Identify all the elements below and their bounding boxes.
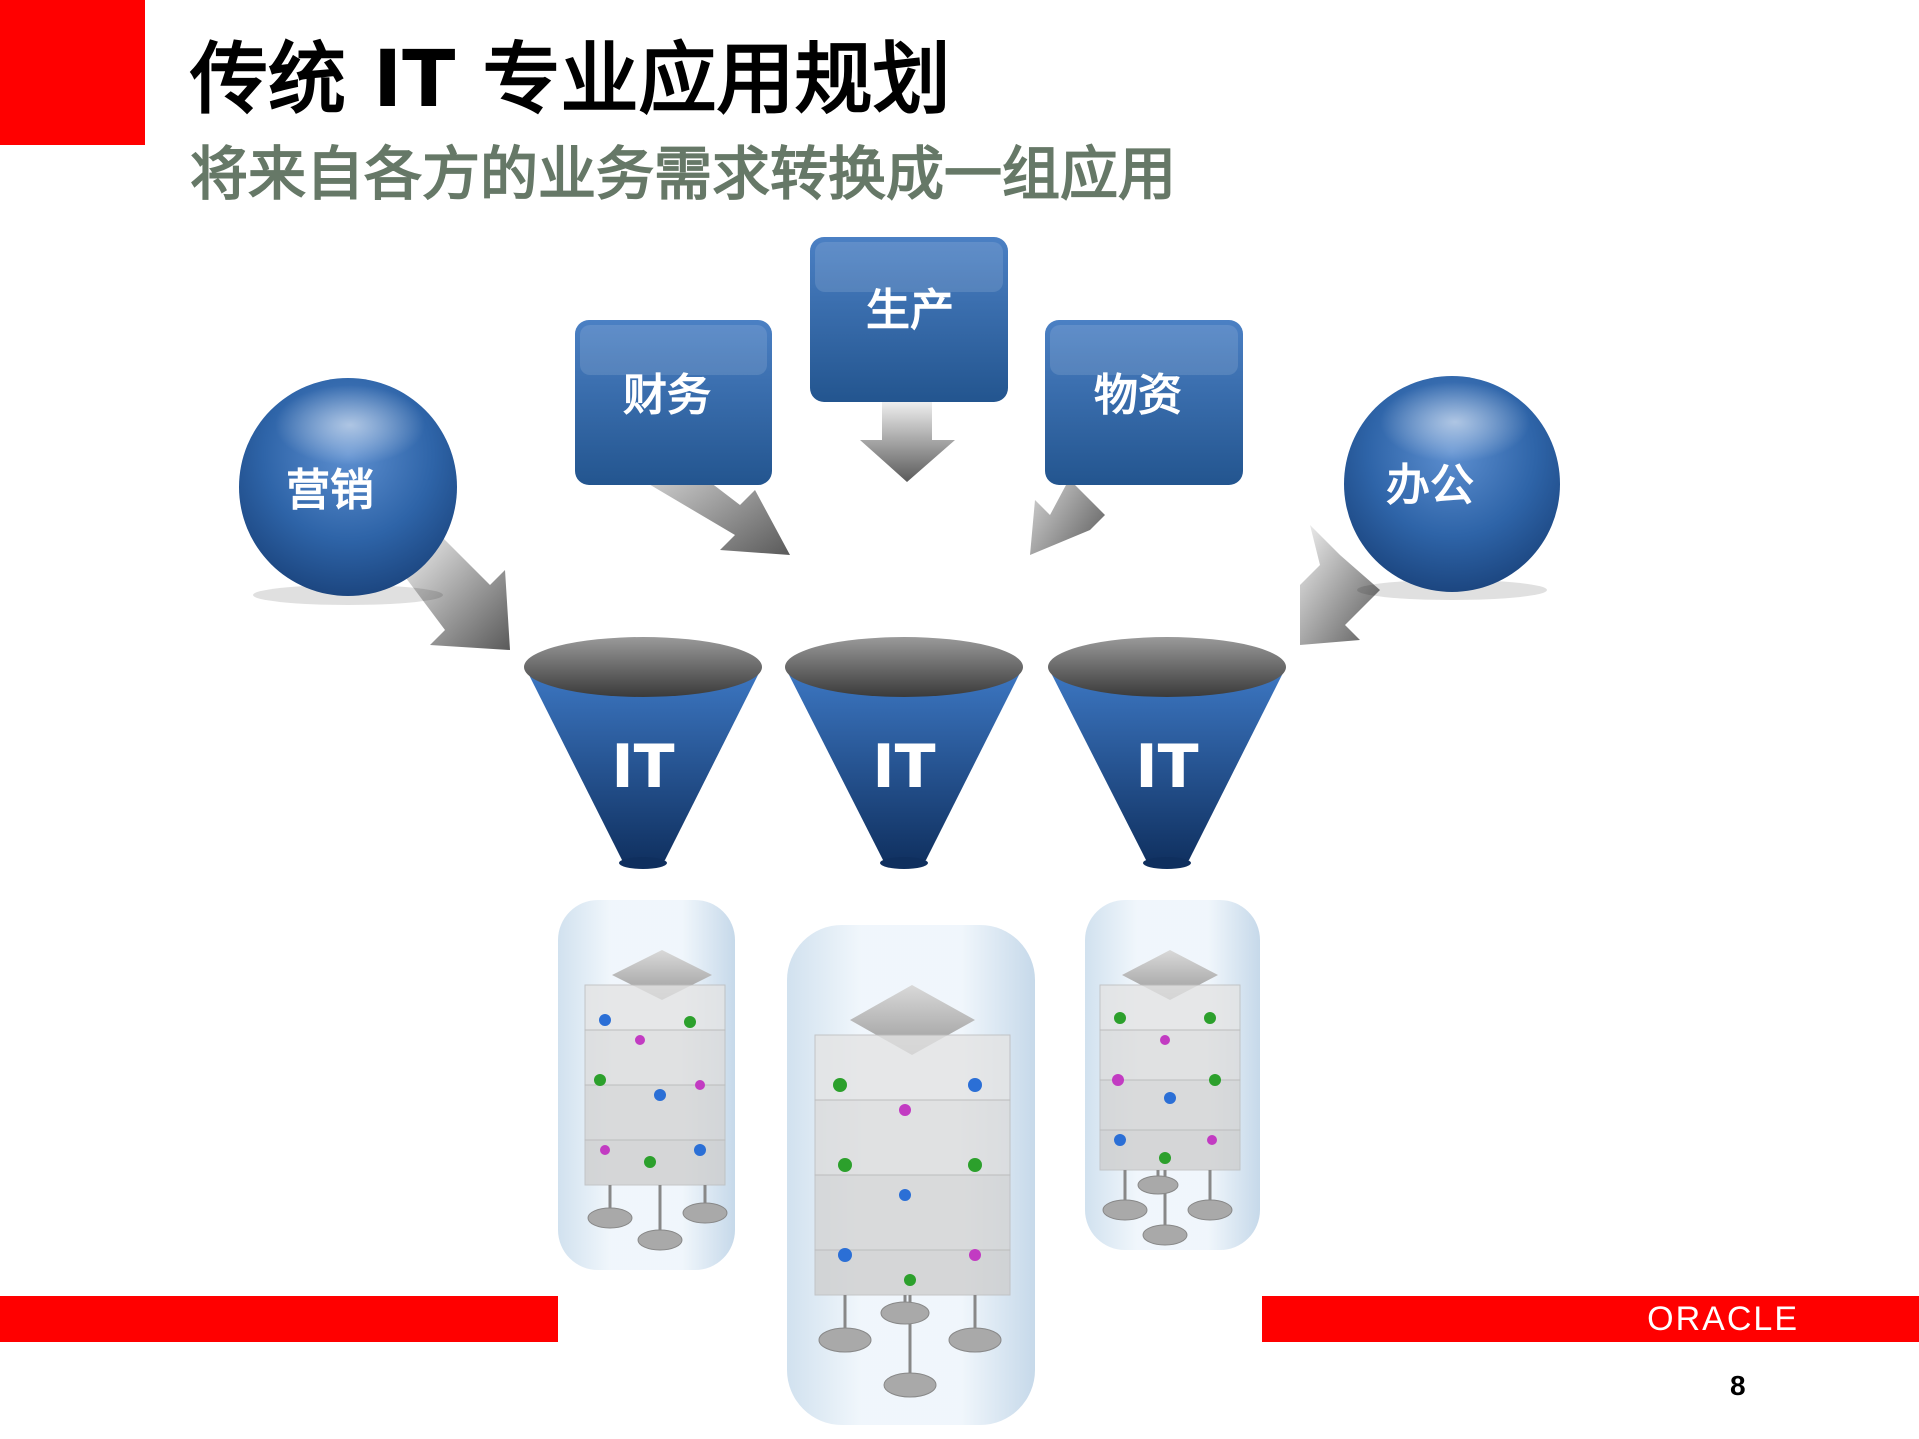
funnel-2: IT	[785, 637, 1023, 869]
server-stack-icon	[558, 900, 735, 1270]
node-office: 办公	[1344, 376, 1560, 600]
node-production: 生产	[810, 237, 1008, 402]
footer-bar-right	[1262, 1296, 1919, 1342]
materials-label: 物资	[1094, 370, 1182, 421]
arrow-materials	[1030, 440, 1105, 555]
arrow-office	[1300, 525, 1380, 645]
node-marketing: 营销	[239, 378, 457, 605]
arrow-production	[860, 400, 955, 482]
marketing-label: 营销	[286, 465, 374, 516]
corner-red-block	[0, 0, 145, 145]
finance-label: 财务	[623, 370, 711, 421]
office-label: 办公	[1386, 460, 1474, 511]
node-finance: 财务	[575, 320, 772, 485]
slide-title: 传统 IT 专业应用规划	[190, 35, 951, 125]
arrow-marketing	[400, 535, 510, 650]
server-stack-icon	[1085, 900, 1260, 1250]
production-label: 生产	[866, 285, 954, 336]
server-stack-icon	[787, 925, 1035, 1425]
node-materials: 物资	[1045, 320, 1243, 485]
funnel-1: IT	[524, 637, 762, 869]
footer-bar-left	[0, 1296, 558, 1342]
funnel-1-label: IT	[611, 732, 674, 802]
funnel-2-label: IT	[872, 732, 935, 802]
oracle-logo: ORACLE	[1647, 1300, 1799, 1338]
funnel-3-label: IT	[1135, 732, 1198, 802]
funnel-3: IT	[1048, 637, 1286, 869]
slide-subtitle: 将来自各方的业务需求转换成一组应用	[190, 140, 1177, 208]
page-number: 8	[1730, 1370, 1746, 1401]
